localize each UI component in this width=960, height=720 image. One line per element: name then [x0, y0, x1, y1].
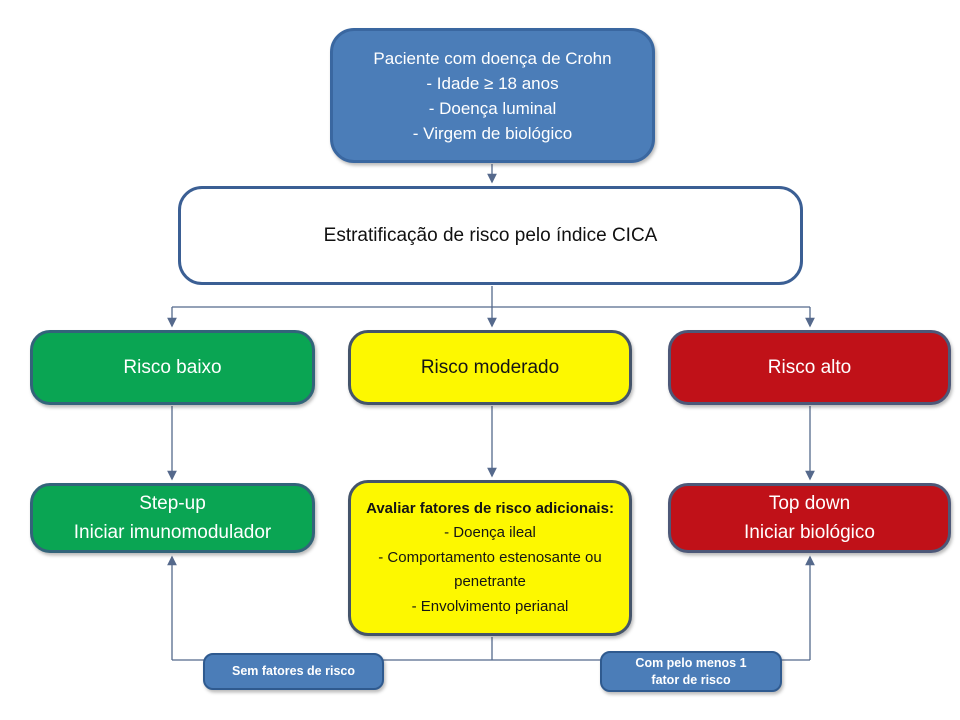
node-patient-line: - Idade ≥ 18 anos	[426, 73, 559, 93]
node-risk-moderate-label: Risco moderado	[420, 356, 560, 378]
node-no-risk-factors-label: Sem fatores de risco	[232, 664, 355, 678]
node-top-down-line: Iniciar biológico	[744, 522, 875, 543]
node-risk-low-label: Risco baixo	[123, 356, 222, 378]
node-with-risk-factors-line: Com pelo menos 1	[635, 655, 747, 670]
node-step-up-line: Step-up	[139, 493, 206, 514]
node-assess-title: Avaliar fatores de risco adicionais:	[366, 499, 614, 517]
node-risk-stratification: Estratificação de risco pelo índice CICA	[178, 186, 803, 285]
node-assess-risk-factors: Avaliar fatores de risco adicionais: - D…	[348, 480, 632, 636]
node-risk-high-label: Risco alto	[767, 356, 852, 378]
node-assess-item: - Comportamento estenosante ou penetrant…	[378, 548, 602, 591]
node-risk-high: Risco alto	[668, 330, 951, 405]
node-with-risk-factors: Com pelo menos 1 fator de risco	[600, 651, 782, 692]
node-risk-stratification-label: Estratificação de risco pelo índice CICA	[323, 224, 658, 246]
node-patient: Paciente com doença de Crohn - Idade ≥ 1…	[330, 28, 655, 163]
node-step-up: Step-up Iniciar imunomodulador	[30, 483, 315, 553]
node-patient-line: Paciente com doença de Crohn	[373, 48, 612, 68]
node-patient-line: - Virgem de biológico	[412, 123, 573, 143]
node-step-up-line: Iniciar imunomodulador	[73, 522, 272, 543]
node-assess-item: - Doença ileal	[444, 524, 536, 542]
node-no-risk-factors: Sem fatores de risco	[203, 653, 384, 690]
node-risk-moderate: Risco moderado	[348, 330, 632, 405]
node-with-risk-factors-line: fator de risco	[651, 672, 731, 687]
node-top-down: Top down Iniciar biológico	[668, 483, 951, 553]
node-patient-line: - Doença luminal	[428, 98, 557, 118]
node-risk-low: Risco baixo	[30, 330, 315, 405]
node-assess-item: - Envolvimento perianal	[411, 597, 569, 615]
node-top-down-line: Top down	[768, 493, 851, 514]
